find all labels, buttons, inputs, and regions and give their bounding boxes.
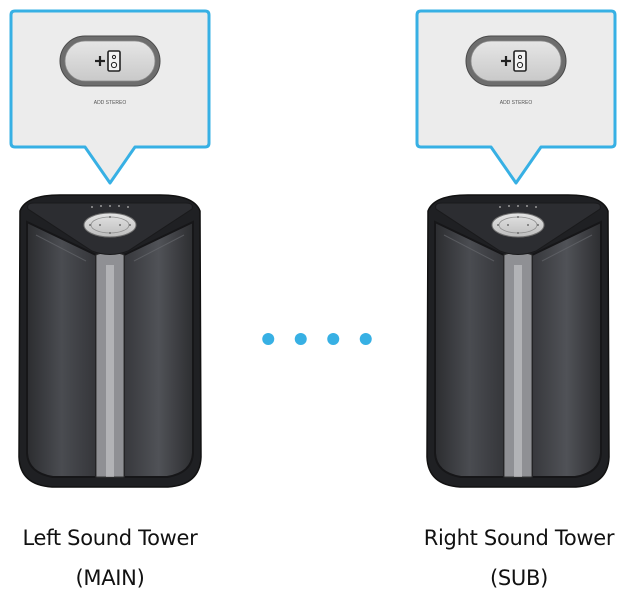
right-tower-name: Right Sound Tower [423, 526, 615, 550]
pairing-dots [262, 333, 372, 345]
right-tower-label: Right Sound Tower (SUB) [389, 525, 634, 591]
right-sound-tower [426, 194, 610, 488]
pairing-dot [327, 333, 340, 345]
right-add-stereo-caption: ADD STEREO [500, 100, 533, 106]
left-tower-role: (MAIN) [75, 566, 145, 590]
left-tower-name: Left Sound Tower [22, 526, 198, 550]
right-tower-role: (SUB) [490, 566, 548, 590]
right-add-stereo-callout [415, 9, 617, 185]
left-sound-tower [18, 194, 202, 488]
pairing-dot [262, 333, 275, 345]
pairing-dot [359, 333, 372, 345]
left-add-stereo-caption: ADD STEREO [94, 100, 127, 106]
pairing-dot [294, 333, 307, 345]
left-tower-label: Left Sound Tower (MAIN) [0, 525, 240, 591]
left-add-stereo-callout [9, 9, 211, 185]
